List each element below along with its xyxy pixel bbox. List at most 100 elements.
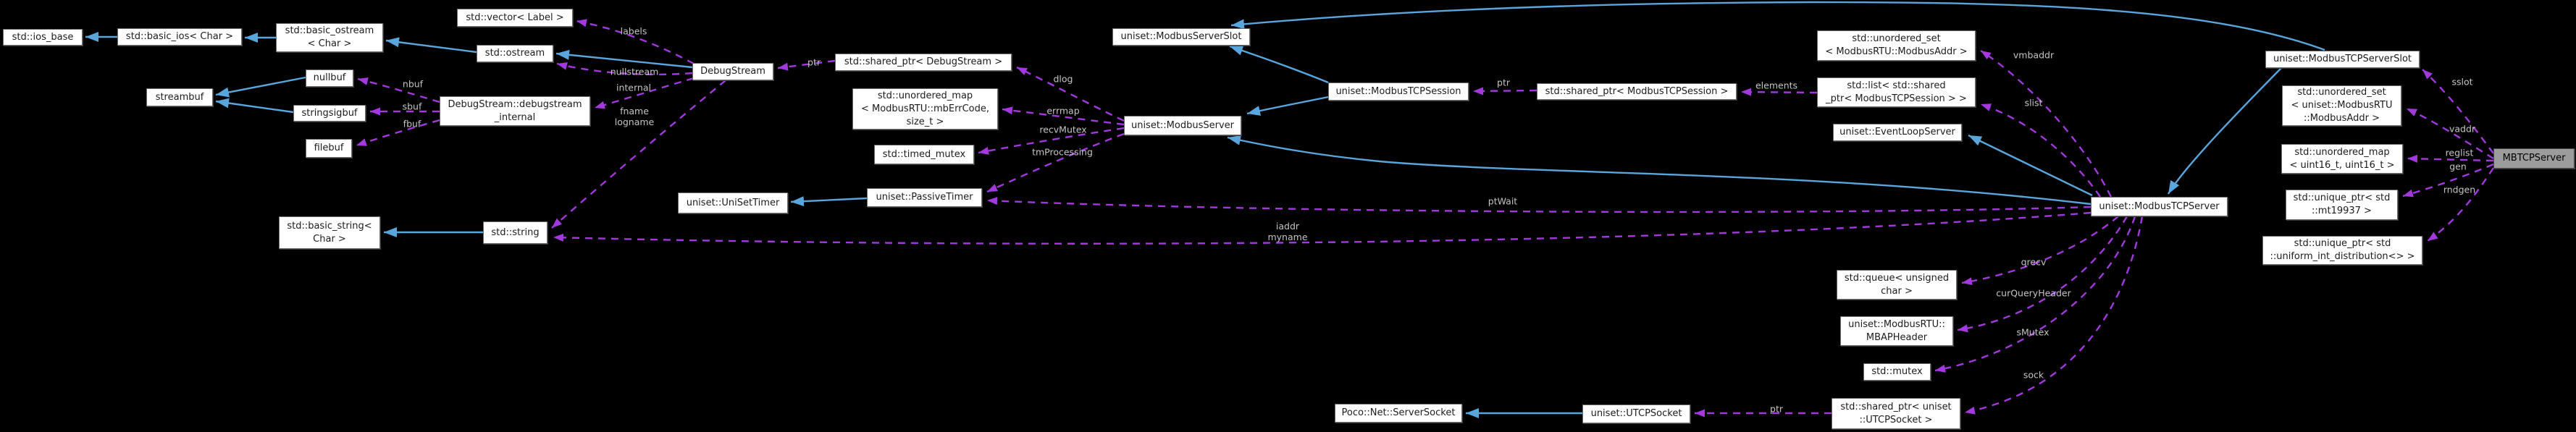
edge-label-u26: gen	[2449, 161, 2467, 172]
class-node-modbus-tcp-server[interactable]: uniset::ModbusTCPServer	[2091, 197, 2228, 216]
class-node-label-line: std::timed_mutex	[882, 148, 966, 160]
edge-label-u0: nbuf	[402, 78, 424, 90]
class-node-label-line: < ModbusRTU::mbErrCode,	[860, 103, 990, 114]
class-node-label-line: < Char >	[307, 38, 352, 49]
class-node-label-line: std::unique_ptr< std	[2294, 238, 2391, 249]
class-node-utcp-socket[interactable]: uniset::UTCPSocket	[1582, 405, 1690, 423]
class-node-debugstream-internal[interactable]: DebugStream::debugstream_internal	[440, 96, 590, 126]
class-node-modbus-server-slot[interactable]: uniset::ModbusServerSlot	[1112, 28, 1250, 46]
class-node-label-line: DebugStream	[700, 66, 765, 77]
edge-modbus-tcp-server-to-queue-uchar	[1961, 216, 2119, 286]
class-node-label-line: nullbuf	[313, 72, 346, 83]
class-node-mbtcpserver[interactable]: MBTCPServer	[2493, 148, 2575, 169]
class-node-label-line: std::ostream	[484, 48, 545, 59]
class-node-modbus-server[interactable]: uniset::ModbusServer	[1124, 116, 1241, 135]
edge-label-u13: elements	[1755, 80, 1798, 91]
edge-shared-ptr-session-to-modbus-tcp-session	[1472, 87, 1537, 96]
class-node-basic-string[interactable]: std::basic_string<Char >	[279, 216, 380, 249]
class-node-label-line: std::basic_string<	[287, 220, 372, 232]
class-node-label-line: MBAPHeader	[1866, 331, 1928, 343]
edge-debugstream-to-debugstream-internal	[594, 77, 695, 109]
class-node-label-line: std::shared_ptr< DebugStream >	[844, 56, 1003, 67]
edge-modbus-tcp-server-to-mbap-header	[1957, 216, 2128, 333]
class-node-shared-ptr-debugstream[interactable]: std::shared_ptr< DebugStream >	[835, 54, 1012, 71]
edge-debugstream-to-ostream	[555, 49, 693, 69]
class-node-vector-label[interactable]: std::vector< Label >	[457, 9, 573, 27]
class-node-label-line: < uint16_t, uint16_t >	[2289, 159, 2395, 171]
class-node-shared-ptr-utcp[interactable]: std::shared_ptr< uniset::UTCPSocket >	[1832, 398, 1960, 429]
class-node-label-line: std::unique_ptr< std	[2293, 192, 2391, 203]
class-node-ios-base[interactable]: std::ios_base	[3, 29, 83, 46]
edge-modbus-tcp-server-slot-to-modbus-tcp-server	[2167, 67, 2282, 195]
edge-modbus-tcp-server-to-mutex	[1934, 216, 2136, 373]
class-node-nullbuf[interactable]: nullbuf	[306, 69, 353, 87]
edge-label-u2: fbuf	[403, 118, 421, 130]
class-node-unique-ptr-mt19937[interactable]: std::unique_ptr< std::mt19937 >	[2286, 190, 2398, 220]
edge-shared-ptr-debugstream-to-debugstream	[777, 59, 836, 71]
class-node-label-line: std::string	[491, 226, 540, 238]
class-node-server-socket[interactable]: Poco::Net::ServerSocket	[1335, 404, 1462, 423]
class-node-basic-ostream[interactable]: std::basic_ostream< Char >	[276, 23, 383, 52]
class-node-stringsigbuf[interactable]: stringsigbuf	[293, 105, 366, 122]
class-node-label-line: std::ios_base	[12, 31, 74, 43]
class-node-label-line: uniset::ModbusServerSlot	[1120, 31, 1242, 42]
class-node-label-line: Char >	[313, 233, 346, 245]
edge-label-u24: vaddr	[2449, 123, 2476, 135]
edge-label-u16: ptWait	[1488, 195, 1518, 207]
class-node-shared-ptr-session[interactable]: std::shared_ptr< ModbusTCPSession >	[1537, 83, 1737, 100]
edge-label-u20: sMutex	[2016, 326, 2050, 338]
edge-debugstream-to-vector-label	[576, 19, 695, 65]
class-node-label-line: std::mutex	[1871, 366, 1923, 377]
edge-mbtcpserver-to-unordered-map-uint16	[2407, 154, 2494, 163]
class-node-mutex[interactable]: std::mutex	[1863, 363, 1931, 381]
class-node-basic-ios[interactable]: std::basic_ios< Char >	[117, 28, 242, 46]
class-node-string[interactable]: std::string	[483, 221, 547, 244]
edge-modbus-tcp-server-to-modbus-server	[1227, 135, 2092, 206]
class-node-label-line: < uniset::ModbusRTU	[2291, 100, 2393, 111]
class-node-label-line: std::shared_ptr< ModbusTCPSession >	[1545, 85, 1729, 97]
edge-nullbuf-to-streambuf	[215, 76, 306, 98]
class-node-timed-mutex[interactable]: std::timed_mutex	[874, 145, 974, 164]
edge-modbus-tcp-server-to-event-loop-server	[1968, 134, 2093, 197]
class-node-modbus-tcp-server-slot[interactable]: uniset::ModbusTCPServerSlot	[2265, 51, 2420, 68]
class-node-unordered-set-uniset-mbaddr[interactable]: std::unordered_set< uniset::ModbusRTU::M…	[2282, 85, 2401, 126]
class-node-label-line: uniset::ModbusServer	[1130, 119, 1235, 131]
class-node-label-line: ::uniform_int_distribution<> >	[2270, 251, 2415, 262]
class-node-unique-ptr-uniform[interactable]: std::unique_ptr< std::uniform_int_distri…	[2262, 236, 2422, 265]
edge-label-u25: reglist	[2445, 147, 2474, 158]
class-node-event-loop-server[interactable]: uniset::EventLoopServer	[1833, 124, 1962, 141]
class-node-label-line: ::UTCPSocket >	[1859, 414, 1933, 425]
class-node-streambuf[interactable]: streambuf	[146, 88, 213, 106]
edge-modbus-server-to-passive-timer	[986, 132, 1125, 193]
class-node-uniset-timer[interactable]: uniset::UniSetTimer	[678, 192, 788, 213]
edge-modbus-server-to-unordered-map-mberrcode	[1002, 106, 1125, 126]
edge-label-u4: nullstream	[610, 66, 659, 77]
edge-modbus-server-to-timed-mutex	[978, 127, 1125, 155]
class-node-label-line: std::unordered_set	[2297, 87, 2386, 98]
edge-debugstream-internal-to-nullbuf	[357, 77, 440, 103]
class-node-passive-timer[interactable]: uniset::PassiveTimer	[867, 188, 982, 207]
class-node-label-line: std::unordered_map	[877, 90, 973, 101]
class-node-ostream[interactable]: std::ostream	[477, 45, 553, 62]
class-node-label-line: stringsigbuf	[301, 107, 358, 119]
class-node-mbap-header[interactable]: uniset::ModbusRTU::MBAPHeader	[1840, 316, 1953, 346]
class-node-unordered-set-mbaddr[interactable]: std::unordered_set< ModbusRTU::ModbusAdd…	[1817, 30, 1976, 61]
edge-label-u27: rndgen	[2443, 184, 2476, 195]
class-node-list-sessions[interactable]: std::list< std::shared_ptr< ModbusTCPSes…	[1817, 77, 1976, 107]
class-node-unordered-map-uint16[interactable]: std::unordered_map< uint16_t, uint16_t >	[2281, 144, 2403, 174]
edge-modbus-tcp-server-to-unordered-set-mbaddr	[1980, 49, 2113, 198]
class-node-unordered-map-mberrcode[interactable]: std::unordered_map< ModbusRTU::mbErrCode…	[852, 88, 998, 130]
class-node-label-line: std::unordered_map	[2294, 146, 2390, 158]
class-node-label-line: streambuf	[155, 91, 204, 103]
class-node-label-line: uniset::ModbusRTU::	[1848, 318, 1945, 330]
class-node-debugstream[interactable]: DebugStream	[692, 63, 773, 80]
class-node-filebuf[interactable]: filebuf	[306, 139, 352, 158]
class-node-label-line: _internal	[494, 111, 536, 123]
class-node-modbus-tcp-session[interactable]: uniset::ModbusTCPSession	[1328, 82, 1469, 101]
class-node-label-line: std::basic_ios< Char >	[125, 31, 234, 42]
edge-label-u1: sbuf	[402, 101, 422, 112]
edge-label-u14: vmbaddr	[2013, 49, 2055, 61]
edge-label-u8: dlog	[1053, 73, 1073, 85]
